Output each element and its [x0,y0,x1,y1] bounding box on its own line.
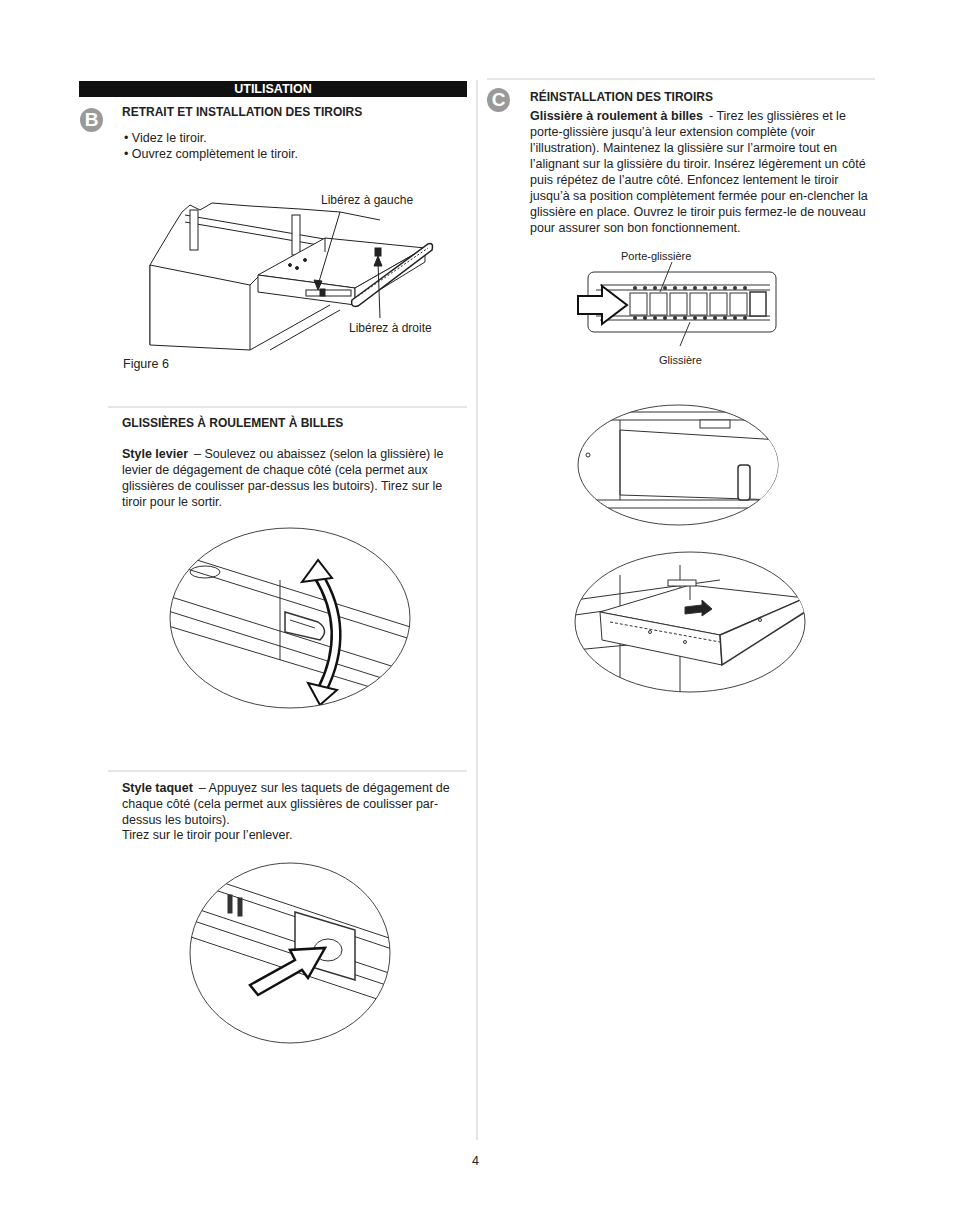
part-label: Porte-glissière [621,248,731,264]
label-text: • Ouvrez complètement le tiroir. [124,147,298,161]
label-text: - Tirez les glissières et le porte-gliss… [530,109,868,235]
bold-label: Glissière à roulement à billes [530,109,703,123]
callout-label: Libérez à droite [349,320,464,336]
label-text: • Videz le tiroir. [124,131,207,145]
section-band: UTILISATION [79,81,467,97]
label-text: Libérez à gauche [321,193,413,207]
part-label: Glissière [659,352,739,368]
drawer-reinstall-detail [575,552,805,700]
figure-caption: Figure 6 [123,356,169,372]
slide-diagram [578,262,776,346]
bold-label: GLISSIÈRES À ROULEMENT À BILLES [122,416,343,430]
label-text: 4 [472,1154,479,1168]
drawer-figure [150,203,433,350]
instruction-line: Tirez sur le tiroir pour l’enlever. [122,827,467,843]
node-text: UTILISATION [234,82,312,96]
bold-label: RETRAIT ET INSTALLATION DES TIROIRS [122,105,362,119]
label-text: Tirez sur le tiroir pour l’enlever. [122,828,292,842]
instruction-paragraph: Style taquet– Appuyez sur les taquets de… [122,780,467,828]
bullet-item: • Ouvrez complètement le tiroir. [124,146,454,162]
instruction-paragraph: Style levier– Soulevez ou abaissez (selo… [122,446,467,510]
instruction-paragraph: Glissière à roulement à billes- Tirez le… [530,108,875,236]
bold-label: Style taquet [122,781,193,795]
section-heading: RÉINSTALLATION DES TIROIRS [530,89,875,105]
page-number: 4 [472,1153,492,1169]
divider-lines [108,79,875,1140]
tab-release-detail [185,863,395,1043]
node-text: B [85,109,99,131]
caption-text: Figure 6 [123,357,169,371]
bullet-item: • Videz le tiroir. [124,130,454,146]
label-text: Glissière [659,354,702,366]
section-heading: RETRAIT ET INSTALLATION DES TIROIRS [122,104,467,120]
slide-closeup [575,405,780,525]
label-text: Libérez à droite [349,321,432,335]
lever-release-detail [165,528,420,712]
section-letter-circle: C [487,88,510,112]
bold-label: RÉINSTALLATION DES TIROIRS [530,90,713,104]
section-heading: GLISSIÈRES À ROULEMENT À BILLES [122,415,467,431]
node-text: C [492,89,506,111]
callout-label: Libérez à gauche [321,192,451,208]
section-letter-circle: B [80,108,103,132]
label-text: Porte-glissière [621,250,691,262]
bold-label: Style levier [122,447,188,461]
